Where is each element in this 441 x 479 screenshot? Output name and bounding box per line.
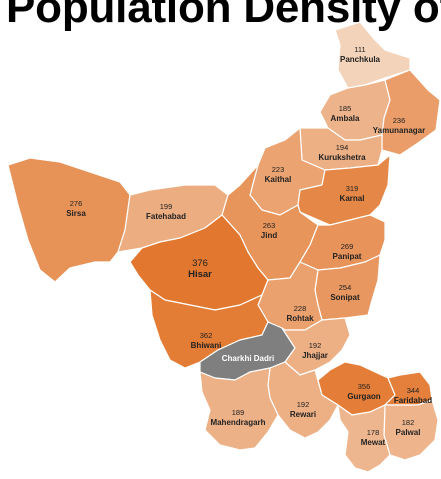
label-name-jhajjar: Jhajjar — [302, 351, 328, 360]
label-value-hisar: 376 — [192, 258, 208, 269]
label-name-hisar: Hisar — [188, 269, 212, 280]
label-name-sirsa: Sirsa — [66, 209, 86, 218]
label-name-palwal: Palwal — [396, 428, 421, 437]
map-title: Population Density of Haryana — [0, 0, 441, 48]
label-name-gurgaon: Gurgaon — [347, 392, 380, 401]
label-value-yamunanagar: 236 — [393, 116, 406, 125]
label-value-fatehabad: 199 — [160, 202, 173, 211]
label-name-fatehabad: Fatehabad — [146, 212, 186, 221]
label-value-panipat: 269 — [341, 242, 354, 251]
label-name-mewat: Mewat — [361, 438, 386, 447]
label-name-sonipat: Sonipat — [330, 293, 360, 302]
district-yamunanagar[interactable] — [381, 69, 441, 156]
district-mewat[interactable] — [337, 404, 391, 473]
label-value-ambala: 185 — [339, 104, 352, 113]
label-value-rohtak: 228 — [294, 304, 307, 313]
label-name-panchkula: Panchkula — [340, 55, 381, 64]
label-value-faridabad: 344 — [407, 386, 420, 395]
label-name-charkhi-dadri: Charkhi Dadri — [222, 354, 274, 363]
label-value-jhajjar: 192 — [309, 341, 322, 350]
label-name-faridabad: Faridabad — [394, 396, 432, 405]
label-value-karnal: 319 — [346, 184, 359, 193]
label-value-sirsa: 276 — [70, 199, 83, 208]
label-value-gurgaon: 356 — [358, 382, 371, 391]
label-value-palwal: 182 — [402, 418, 415, 427]
label-value-panchkula: 111 — [354, 45, 365, 54]
label-name-panipat: Panipat — [333, 252, 362, 261]
label-name-jind: Jind — [261, 231, 278, 240]
district-panchkula[interactable] — [334, 21, 411, 89]
label-name-bhiwani: Bhiwani — [191, 341, 222, 350]
label-name-yamunanagar: Yamunanagar — [373, 126, 425, 135]
label-value-kurukshetra: 194 — [336, 143, 349, 152]
label-name-ambala: Ambala — [331, 114, 360, 123]
label-value-rewari: 192 — [297, 400, 310, 409]
district-mahendragarh[interactable] — [199, 367, 279, 451]
label-value-mewat: 178 — [367, 428, 380, 437]
label-value-kaithal: 223 — [272, 165, 285, 174]
map-title-text: Population Density of Haryana — [6, 0, 441, 32]
label-value-jind: 263 — [263, 221, 276, 230]
label-value-sonipat: 254 — [339, 283, 352, 292]
label-value-bhiwani: 362 — [200, 331, 213, 340]
label-name-karnal: Karnal — [340, 194, 365, 203]
label-name-kurukshetra: Kurukshetra — [318, 153, 366, 162]
label-name-mahendragarh: Mahendragarh — [210, 418, 265, 427]
label-name-rewari: Rewari — [290, 410, 316, 419]
label-value-mahendragarh: 189 — [232, 408, 245, 417]
label-name-rohtak: Rohtak — [286, 314, 314, 323]
district-sirsa[interactable] — [7, 157, 131, 283]
label-name-kaithal: Kaithal — [265, 175, 292, 184]
